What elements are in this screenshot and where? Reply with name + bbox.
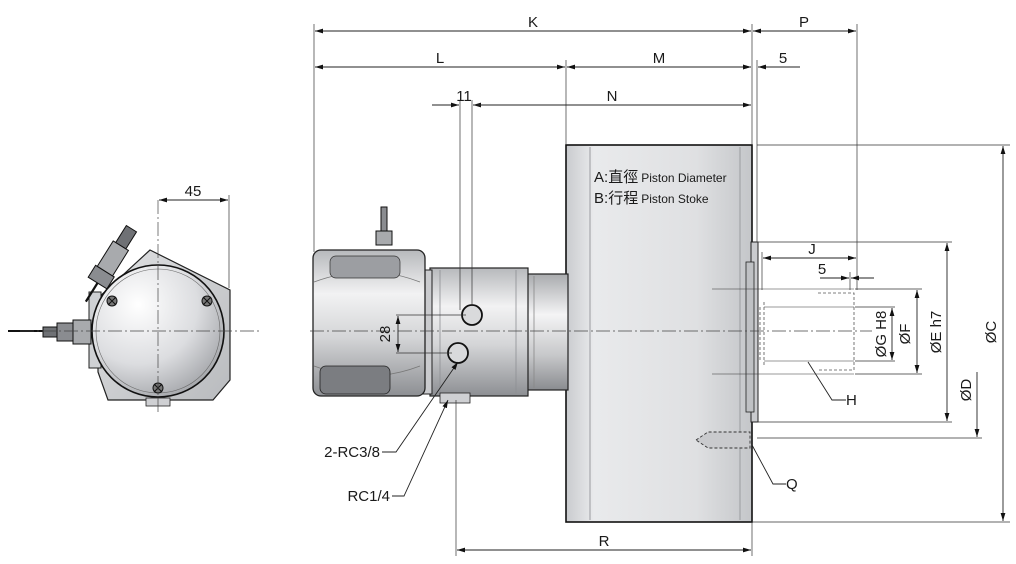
dim-11: 11 xyxy=(456,88,472,105)
dim-R: R xyxy=(599,533,610,550)
dim-E-h7: ØE h7 xyxy=(928,311,945,354)
dim-5-top: 5 xyxy=(779,50,787,67)
sensor-housing xyxy=(312,249,426,397)
callouts: H Q 2-RC3/8 RC1/4 xyxy=(324,361,857,505)
front-view xyxy=(310,144,872,523)
dim-45: 45 xyxy=(185,183,202,200)
dim-J: J xyxy=(808,241,816,258)
callout-Q: Q xyxy=(786,476,798,493)
rotary-sensor-diagonal xyxy=(84,224,138,303)
dim-28: 28 xyxy=(377,326,394,343)
rotary-sensor-horizontal xyxy=(8,319,92,345)
dim-5-mid: 5 xyxy=(818,261,826,278)
dim-C: ØC xyxy=(983,321,1000,344)
manifold-block xyxy=(429,267,529,397)
callout-2-rc38: 2-RC3/8 xyxy=(324,444,380,461)
dim-D: ØD xyxy=(958,379,975,402)
callout-H: H xyxy=(846,392,857,409)
cylinder-body xyxy=(565,144,753,523)
dim-F: ØF xyxy=(897,324,914,345)
sensor-post xyxy=(380,206,388,234)
dim-G-H8: ØG H8 xyxy=(873,311,890,358)
dim-P: P xyxy=(799,14,809,31)
side-view: 45 xyxy=(8,183,262,412)
dim-K: K xyxy=(528,14,538,31)
dim-M: M xyxy=(653,50,666,67)
callout-rc14: RC1/4 xyxy=(347,488,390,505)
dimension-lines: K P L M 5 11 N J 5 28 R ØG H8 xyxy=(313,14,1010,556)
dim-L: L xyxy=(436,50,444,67)
dim-N: N xyxy=(607,88,618,105)
